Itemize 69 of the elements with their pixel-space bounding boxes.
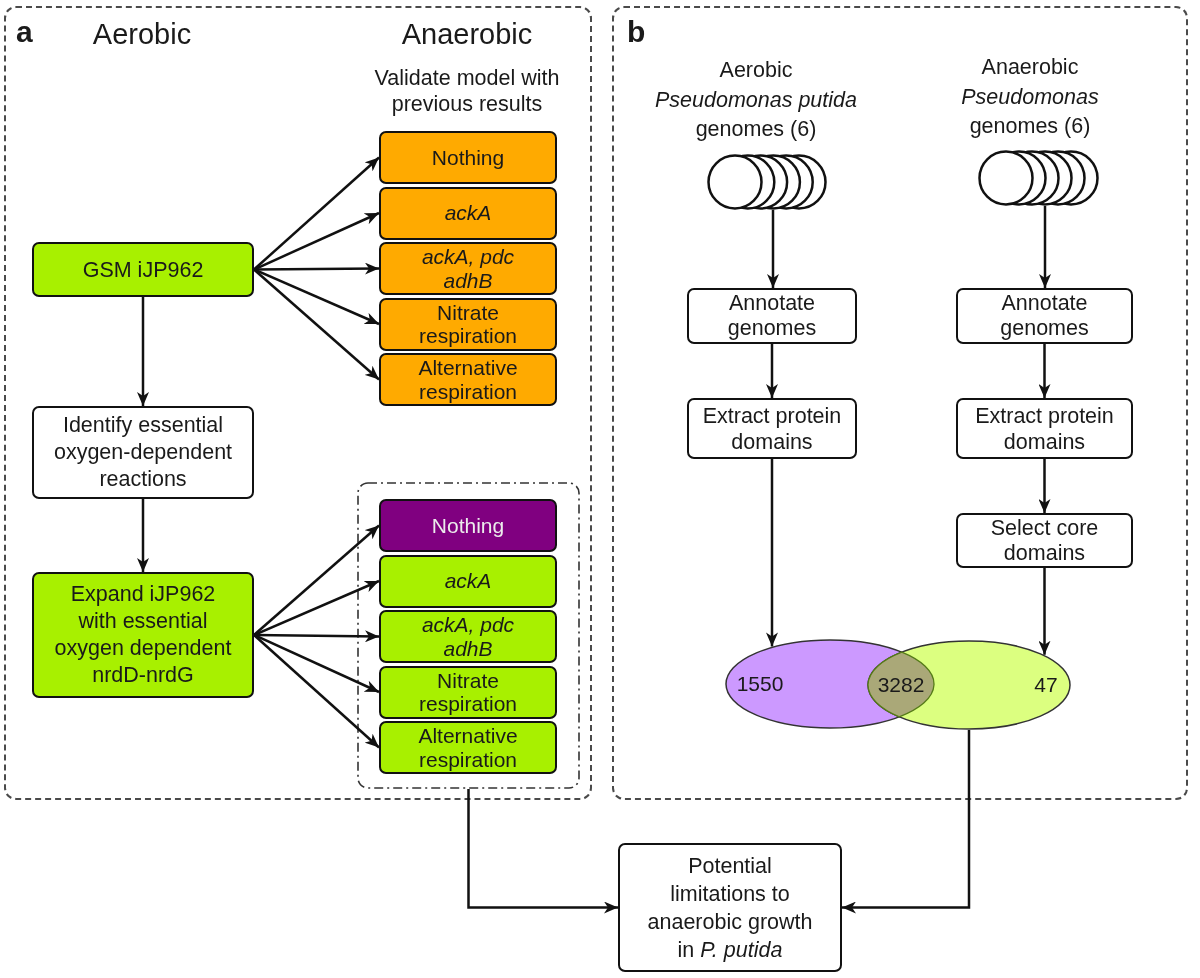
step-text: Extract protein domains (974, 402, 1115, 455)
count-text: 1550 (736, 672, 784, 696)
arrow (253, 211, 380, 271)
arrow (842, 730, 971, 914)
process-box (687, 398, 857, 459)
step-text: Potential limitations to anaerobic growth in P. putida (646, 852, 814, 964)
arrow (1038, 344, 1051, 398)
outcome-box (379, 610, 557, 663)
process-box (687, 288, 857, 344)
outcome-text: ackA (444, 569, 492, 593)
outcome-text: Alternative respiration (417, 356, 519, 403)
process-box (32, 572, 254, 698)
outcome-box (379, 242, 557, 295)
outcome-text: ackA, pdc adhB (420, 613, 516, 660)
panel-letter: a (16, 14, 33, 50)
outcome-box (379, 297, 557, 351)
arrow (253, 524, 380, 636)
outcome-box (379, 554, 557, 608)
arrow (137, 297, 149, 406)
arrow (766, 344, 778, 398)
outcome-text: ackA (444, 201, 492, 225)
step-text: Expand iJP962 with essential oxygen dependent nrdD-nrdG (53, 581, 233, 689)
outcome-box (379, 131, 557, 184)
column-heading: Anaerobic (401, 17, 533, 52)
arrow (1038, 568, 1051, 655)
process-box (618, 843, 842, 972)
outcome-box (379, 499, 557, 552)
outcome-text: Nothing (431, 513, 505, 538)
panel-frame (612, 6, 1188, 800)
count-text: 3282 (877, 673, 925, 697)
arrow (253, 268, 380, 326)
outcome-text: Nitrate respiration (417, 300, 519, 348)
column-heading: Aerobic (92, 17, 192, 52)
arrow (137, 499, 149, 572)
step-text: Identify essential oxygen-dependent reactions (52, 412, 234, 493)
step-text: Select core domains (989, 515, 1100, 566)
process-box (956, 398, 1133, 459)
arrow (467, 789, 618, 914)
panel-letter: b (627, 14, 646, 50)
arrow (253, 634, 380, 749)
outcome-box (379, 186, 557, 240)
outcome-text: ackA, pdc adhB (420, 245, 516, 292)
column-subheading: Validate model with previous results (373, 65, 561, 117)
arrow (254, 630, 379, 643)
panel-frame (4, 6, 592, 800)
outcome-box (379, 353, 557, 406)
step-text: Extract protein domains (701, 402, 843, 455)
process-box (956, 513, 1133, 568)
step-text: GSM iJP962 (82, 256, 204, 283)
arrow (254, 262, 379, 275)
outcome-text: Nitrate respiration (417, 668, 519, 716)
outcome-box (379, 721, 557, 774)
process-box (32, 242, 254, 297)
step-text: Annotate genomes (726, 291, 818, 341)
outcome-box (379, 665, 557, 719)
genome-set-heading: Aerobic Pseudomonas putida genomes (6) (654, 57, 858, 143)
outcome-text: Alternative respiration (417, 724, 519, 771)
arrow (253, 268, 380, 381)
arrow (767, 210, 779, 288)
arrow (1038, 459, 1051, 513)
process-box (956, 288, 1133, 344)
arrow (1039, 206, 1051, 288)
arrow (253, 156, 380, 271)
genome-set-heading: Anaerobic Pseudomonas genomes (6) (960, 54, 1100, 140)
outcome-text: Nothing (431, 145, 505, 170)
step-text: Annotate genomes (999, 291, 1090, 341)
arrow (766, 459, 778, 647)
process-box (32, 406, 254, 499)
count-text: 47 (1034, 673, 1058, 697)
